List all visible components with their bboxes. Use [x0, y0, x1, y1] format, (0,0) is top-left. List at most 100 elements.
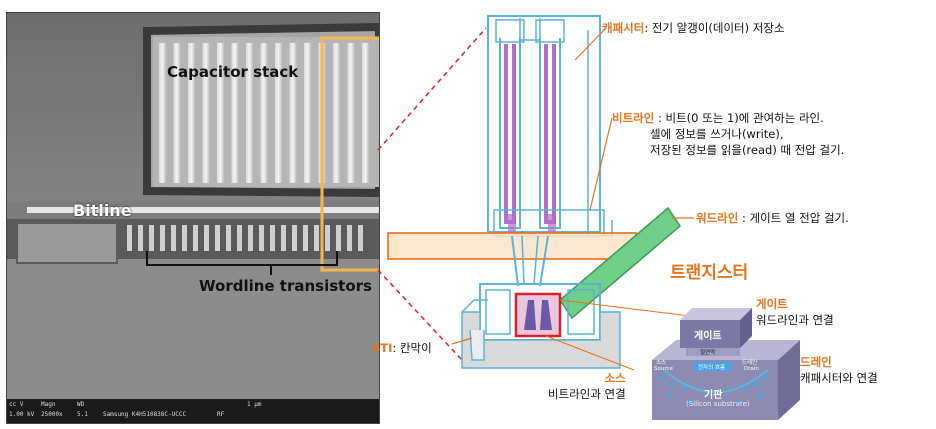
electron-dots	[659, 375, 769, 405]
sem-gate	[325, 225, 330, 251]
sem-micrograph: Capacitor stack Bitline Wordline transis…	[6, 12, 380, 424]
sem-gate	[215, 225, 220, 251]
sem-gate	[138, 225, 143, 251]
meta-magnification: 25000x	[41, 411, 63, 418]
electron-dot	[743, 385, 749, 391]
wordline-transistors-label: Wordline transistors	[199, 277, 372, 295]
sem-gate	[314, 225, 319, 251]
transistor-title: 트랜지스터	[670, 263, 749, 283]
substrate-label: 기판	[704, 390, 723, 401]
gate-key: 게이트	[756, 297, 788, 311]
capacitor-stack-label: Capacitor stack	[167, 63, 299, 81]
sem-gate	[226, 225, 231, 251]
sem-pillar	[217, 43, 224, 183]
sem-pillar	[333, 43, 340, 183]
zoom-line-bottom	[377, 269, 463, 361]
sem-gate	[336, 225, 341, 251]
sem-pillar	[304, 43, 311, 183]
wordline-annotation: 워드라인 : 게이트 열 전압 걸기.	[696, 210, 849, 226]
gate-annotation: 게이트 워드라인과 연결	[756, 296, 834, 328]
drain-annotation: 드레인 캐패시터와 연결	[800, 354, 878, 386]
source-annotation: 소스 비트라인과 연결	[548, 370, 626, 402]
electron-dot	[659, 375, 665, 381]
transistor-3d	[652, 308, 800, 420]
sem-gate	[149, 225, 154, 251]
leader-source	[545, 335, 635, 371]
drain-small-en: Drain	[744, 366, 759, 372]
leader-bitline	[589, 117, 613, 211]
meta-sample: Samsung K4H510838C-UCCC	[103, 411, 187, 418]
electron-dot	[669, 381, 675, 387]
electron-dot	[757, 393, 763, 399]
sem-gate	[237, 225, 242, 251]
sem-pillar	[246, 43, 253, 183]
sem-pillar	[362, 43, 369, 183]
substrate-en: (Silicon substrate)	[686, 400, 750, 408]
sem-pillar	[173, 43, 181, 183]
capacitor-annotation: 캐패시터: 전기 알갱이(데이터) 저장소	[602, 20, 785, 36]
capacitor-left	[504, 44, 516, 224]
electron-dot	[667, 393, 673, 399]
sem-metadata-bar: cc V Magn WD 1 μm 1.00 kV 25000x 5.1 Sam…	[7, 399, 379, 423]
electron-dot	[737, 399, 743, 405]
source-desc: 비트라인과 연결	[548, 387, 626, 401]
meta-accv: cc V	[9, 401, 24, 408]
sem-gate	[248, 225, 253, 251]
sem-gate	[182, 225, 187, 251]
electron-dot	[753, 381, 759, 387]
leader-capacitor	[574, 27, 607, 61]
sti-annotation: STI: 칸막이	[372, 340, 432, 356]
sem-pillar	[202, 43, 210, 183]
drain-small-label: 드레인	[742, 360, 758, 366]
source-small-en: Source	[654, 366, 673, 372]
electron-dot	[763, 375, 769, 381]
wordline-desc: : 게이트 열 전압 걸기.	[738, 211, 849, 225]
sem-pillar	[347, 43, 355, 183]
transistor-cut-box	[514, 292, 562, 338]
channel-label: 전자의 흐름	[698, 365, 726, 371]
sem-gate	[171, 225, 176, 251]
drain-key: 드레인	[800, 355, 832, 369]
sem-gate	[347, 225, 352, 251]
meta-kv: 1.00 kV	[9, 411, 35, 418]
sti-key: STI	[372, 341, 393, 355]
leader-gate	[559, 299, 691, 317]
drain-desc: 캐패시터와 연결	[800, 371, 878, 385]
electron-dot	[687, 399, 693, 405]
sem-texture	[7, 13, 379, 423]
sem-pillar	[260, 43, 268, 183]
sem-pillar	[289, 43, 297, 183]
gate-desc: 워드라인과 연결	[756, 313, 834, 327]
source-key: 소스	[604, 371, 626, 385]
insulator-label: 절연막	[700, 350, 716, 356]
sem-gate	[358, 225, 363, 251]
sem-pillar	[159, 43, 166, 183]
bitline-label: Bitline	[73, 201, 132, 220]
substrate-block	[461, 311, 621, 369]
sem-gate	[259, 225, 264, 251]
sti-trench	[469, 329, 485, 361]
capacitor-desc: : 전기 알갱이(데이터) 저장소	[644, 21, 785, 35]
sem-pillar	[188, 43, 195, 183]
gate-box-label: 게이트	[694, 331, 722, 342]
sem-pillar	[231, 43, 239, 183]
meta-scale: 1 μm	[247, 401, 262, 408]
sem-gate	[303, 225, 308, 251]
sem-pillar	[275, 43, 282, 183]
capacitor-right	[544, 44, 556, 224]
sem-gate	[204, 225, 209, 251]
bitline-annotation: 비트라인 : 비트(0 또는 1)에 관여하는 라인. 셀에 정보를 쓰거나(w…	[612, 110, 844, 158]
bitline-desc-1: : 비트(0 또는 1)에 관여하는 라인.	[654, 111, 824, 125]
sti-desc: : 칸막이	[392, 341, 432, 355]
source-small-label: 소스	[656, 360, 667, 366]
meta-magn: Magn	[41, 401, 56, 408]
sem-gate	[127, 225, 132, 251]
meta-wd: WD	[77, 401, 85, 408]
leader-sti	[451, 337, 473, 345]
bitline-desc-2: 셀에 정보를 쓰거나(write),	[650, 127, 784, 141]
sem-gate	[270, 225, 275, 251]
meta-wd-value: 5.1	[77, 411, 88, 418]
capacitor-key: 캐패시터	[602, 21, 645, 35]
